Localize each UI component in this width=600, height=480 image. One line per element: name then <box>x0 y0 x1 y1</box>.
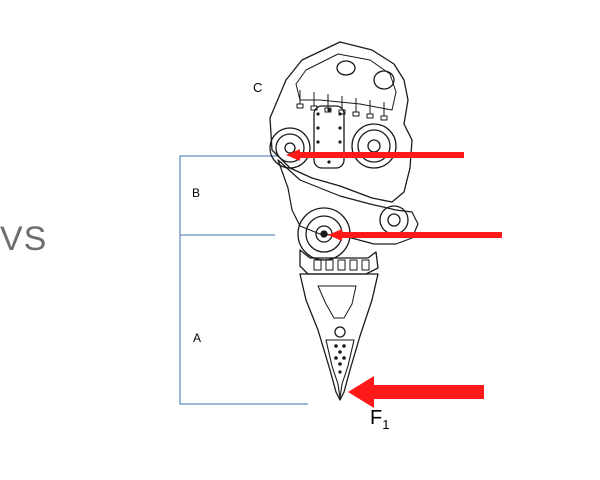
vs-label: VS <box>0 220 48 258</box>
dimension-bracket-b <box>179 155 278 236</box>
dimension-brackets <box>179 155 308 405</box>
top-bracket <box>269 41 413 203</box>
link-pin-right <box>379 205 409 235</box>
ear-hole-right <box>373 70 395 90</box>
pin-arrow-middle <box>328 229 502 241</box>
shank-inner-cutout <box>317 285 357 319</box>
upper-pin-right <box>351 123 397 169</box>
label-c: C <box>253 80 263 95</box>
upper-pin-left <box>269 127 311 169</box>
ripper-tool <box>269 41 419 401</box>
top-bracket-inner <box>295 53 397 111</box>
force-label-f1: F1 <box>370 407 389 432</box>
top-bolts <box>296 90 388 121</box>
link-arm <box>277 159 419 245</box>
tooth-dots <box>334 344 346 374</box>
ear-hole-left <box>336 60 356 76</box>
label-b: B <box>192 186 201 200</box>
link-pin-right-inner <box>387 213 401 227</box>
dimension-bracket-a <box>179 235 308 405</box>
label-a: A <box>193 331 202 345</box>
shank-bolts <box>313 259 370 271</box>
force-arrow-f1 <box>348 376 484 408</box>
shank-mount <box>299 249 379 275</box>
shank-hole <box>334 326 346 338</box>
ripper-tooth <box>325 339 355 399</box>
force-arrows <box>286 149 502 408</box>
center-slot <box>313 105 345 169</box>
pin-arrow-upper <box>286 149 464 161</box>
ripper-shank <box>299 273 379 401</box>
force-label-subscript: 1 <box>382 417 390 432</box>
force-label-main: F <box>370 407 383 429</box>
